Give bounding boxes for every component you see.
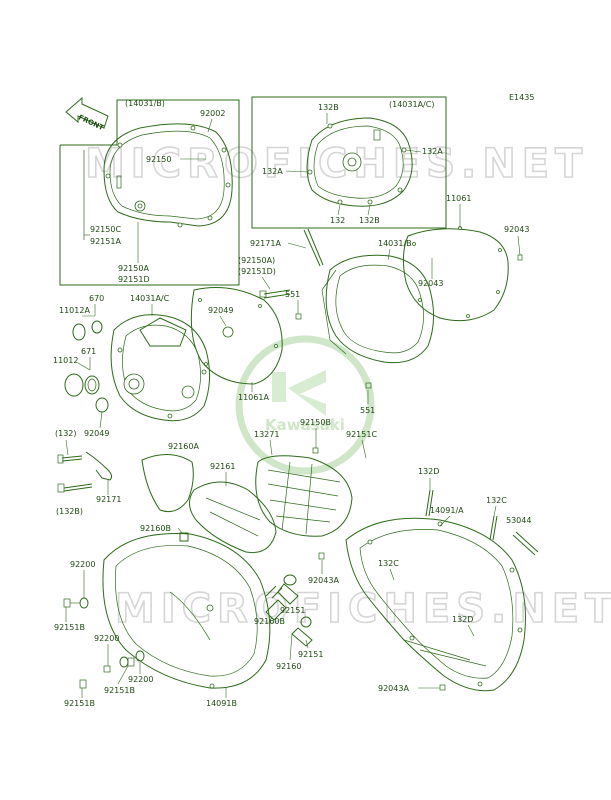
callout-92151d-paren: (92151D): [238, 267, 276, 276]
front-arrow-icon: FRONT: [65, 96, 109, 132]
callout-14031ac: 14031A/C: [130, 294, 170, 303]
bolts-cluster: [63, 532, 313, 689]
callout-92043-b: 92043: [418, 279, 443, 288]
callout-92151-b: 92151: [298, 650, 323, 659]
callout-132-paren: (132): [55, 429, 77, 438]
kawasaki-logo: Kawasaki: [235, 335, 375, 475]
callout-92150a: 92150A: [118, 264, 149, 273]
callout-132c-b: 132C: [378, 559, 399, 568]
plug-11012a: [72, 320, 103, 341]
callout-92049-a: 92049: [208, 306, 233, 315]
callout-92150c: 92150C: [90, 225, 121, 234]
callout-14091a: 14091/A: [430, 506, 464, 515]
callout-132b-paren: (132B): [56, 507, 83, 516]
callout-92151a: 92151A: [90, 237, 121, 246]
callout-92160: 92160: [276, 662, 301, 671]
callout-53044: 53044: [506, 516, 531, 525]
callout-92150a-paren: (92150A): [238, 256, 275, 265]
cover-14091a: [345, 517, 526, 692]
callout-92043a-b: 92043A: [378, 684, 409, 693]
callout-11061a: 11061A: [238, 393, 269, 402]
watermark-top: MICROFICHES.NET: [85, 141, 588, 187]
callout-box-left-title: (14031/B): [125, 99, 165, 108]
callout-92171a: 92171A: [250, 239, 281, 248]
callout-132a-left: 132A: [262, 167, 283, 176]
callout-92200-b: 92200: [94, 634, 119, 643]
callout-92049-b: 92049: [84, 429, 109, 438]
callout-92043a-a: 92043A: [308, 576, 339, 585]
callout-132b-bottom: 132B: [359, 216, 380, 225]
callout-132d-a: 132D: [418, 467, 439, 476]
callout-11012a: 11012A: [59, 306, 90, 315]
damper-92161: [189, 481, 277, 554]
cover-14091b: [102, 533, 271, 689]
callout-92043-a: 92043: [504, 225, 529, 234]
cover-14031b: [321, 254, 434, 364]
detail-box-left: [59, 99, 240, 286]
callout-92160b-b: 92160B: [254, 617, 285, 626]
plug-11012: [64, 373, 109, 413]
callout-92151b-a: 92151B: [54, 623, 85, 632]
callout-132a-right: 132A: [422, 147, 443, 156]
callout-11012: 11012: [53, 356, 78, 365]
callout-132d-b: 132D: [452, 615, 473, 624]
callout-92151c: 92151C: [346, 430, 377, 439]
callout-13271: 13271: [254, 430, 279, 439]
callout-92151b-c: 92151B: [64, 699, 95, 708]
detail-box-right: [251, 96, 447, 229]
callout-670: 670: [89, 294, 104, 303]
callout-92150: 92150: [146, 155, 171, 164]
callout-92150b: 92150B: [300, 418, 331, 427]
callout-92161: 92161: [210, 462, 235, 471]
logo-text: Kawasaki: [265, 416, 345, 434]
callout-551-a: 551: [285, 290, 300, 299]
plate-13271: [255, 455, 353, 537]
callout-132: 132: [330, 216, 345, 225]
callout-92151d: 92151D: [118, 275, 150, 284]
callout-92160a: 92160A: [168, 442, 199, 451]
callout-box-right-132b-top: 132B: [318, 103, 339, 112]
callout-551-b: 551: [360, 406, 375, 415]
callout-92002: 92002: [200, 109, 225, 118]
callout-132c-a: 132C: [486, 496, 507, 505]
watermark-bottom: MICROFICHES.NET: [115, 586, 611, 632]
cover-14031ac: [110, 314, 210, 422]
callout-92160b-a: 92160B: [140, 524, 171, 533]
gasket-11061: [402, 226, 509, 322]
callout-11061: 11061: [446, 194, 471, 203]
callout-92151-a: 92151: [280, 606, 305, 615]
callout-92171: 92171: [96, 495, 121, 504]
callout-92200-a: 92200: [70, 560, 95, 569]
callout-671: 671: [81, 347, 96, 356]
gasket-11061a: [190, 287, 283, 385]
callout-14091b: 14091B: [206, 699, 237, 708]
callout-92200-c: 92200: [128, 675, 153, 684]
diagram-id: E1435: [509, 93, 534, 102]
callout-92151b-b: 92151B: [104, 686, 135, 695]
damper-92160a: [141, 454, 194, 513]
callout-box-right-title: (14031A/C): [389, 100, 434, 109]
callout-14031b: 14031/B: [378, 239, 412, 248]
